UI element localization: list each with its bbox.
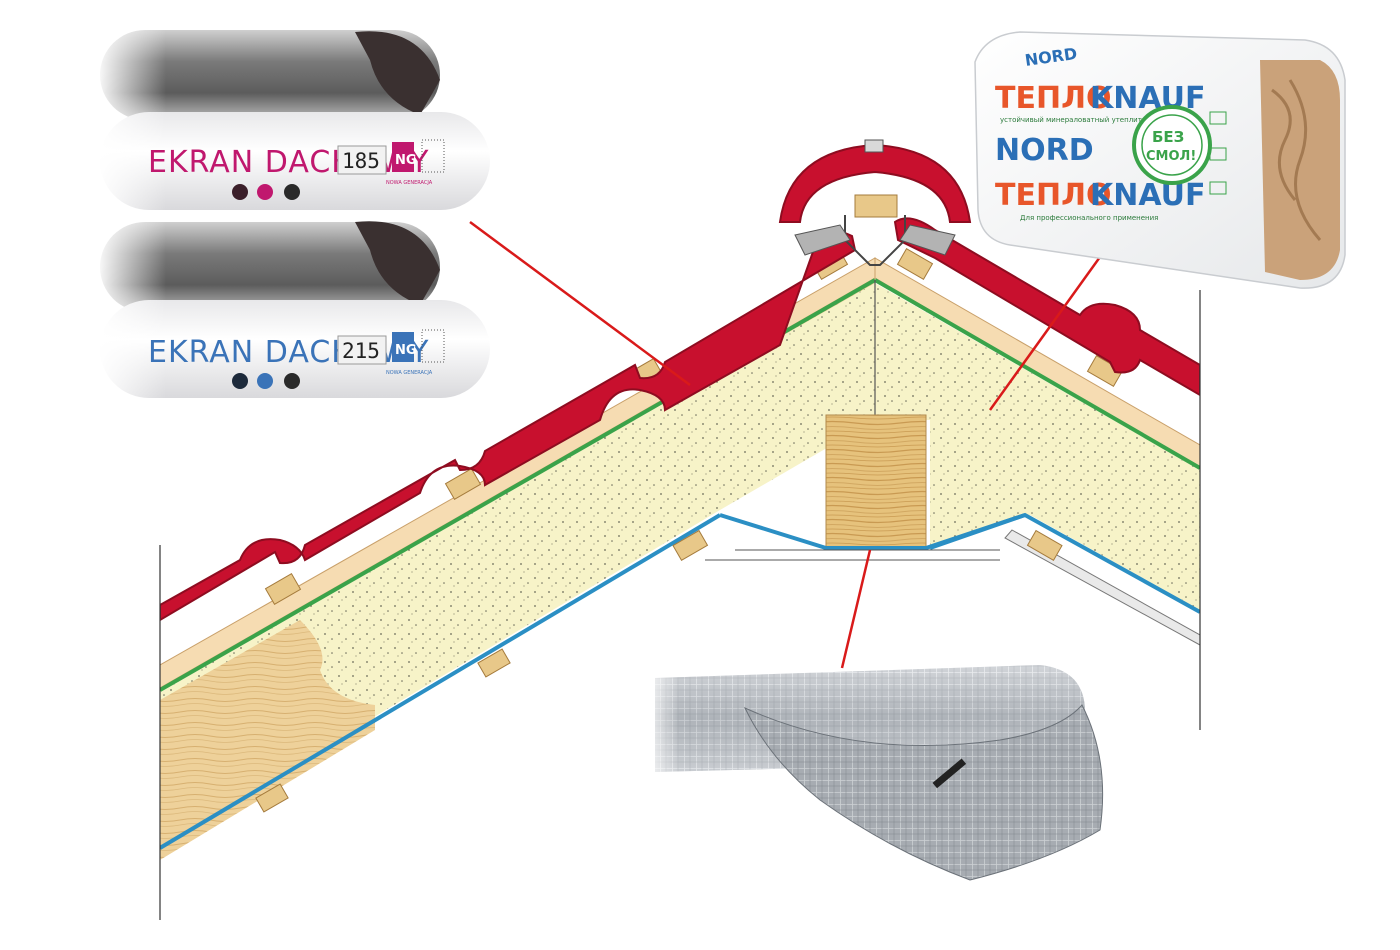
roll-185-badge-1 [232,184,248,200]
leader-foil [840,549,872,669]
ridge-cap [778,143,972,223]
roll-215-badge-2 [257,373,273,389]
pack-brand-1: ТЕПЛО [995,81,1111,116]
roll-185-fade [96,25,166,215]
pack-line-name: NORD [995,133,1094,168]
roll-215-brand: EKRAN DACHOWY [148,335,429,370]
pack-end [1260,60,1340,280]
batten-under-2 [1026,529,1063,561]
batten-5 [896,248,934,280]
pack-end-fibers [1271,79,1322,241]
board-right [874,257,1200,469]
vapor-barrier-center [719,513,1026,550]
roll-185-logo [392,142,414,172]
roll-185-badge-2 [257,184,273,200]
pack-icon-3 [1209,181,1227,195]
foil-sheet-shade [745,705,1103,880]
pack-icon-2 [1209,147,1227,161]
pack-tagline: устойчивый минераловатный утеплитель [1000,116,1155,124]
roll-215-grade: 215 [342,339,380,363]
foil-fade-left [640,660,680,780]
ridge-beam [825,414,927,551]
insulation-right [875,283,1200,610]
roof-tiles-left [160,228,857,622]
roll-215-grade-box [337,335,387,365]
pack-subline: Для профессионального применения [1020,214,1158,222]
roll-185-grade-box [337,145,387,175]
roll-215-logo-caption: NOWA GENERACJA [386,370,433,376]
batten-1 [264,573,302,605]
foil-slit [932,758,967,789]
roof-section [160,139,1200,860]
leader-membrane [469,220,691,387]
roll-185-badge-3 [284,184,300,200]
roll-215-badge-1 [232,373,248,389]
pack-brand-2b: KNAUF [1090,178,1206,213]
ridge-batten [854,194,898,218]
leader-insulation [988,249,1107,411]
roll-215-logo [392,332,414,362]
insulation-pack: NORD ТЕПЛО KNAUF устойчивый минераловатн… [974,31,1346,289]
membrane-line-right [873,278,1200,470]
roll-215-flap [355,221,440,305]
vapor-barrier-line-left [160,513,722,850]
membrane-roll-215: EKRAN DACHOWY 215 NG NOWA GENERACJA [96,215,490,405]
pack-badge [1132,105,1212,185]
pack-badge-inner [1141,114,1203,176]
roll-185-grade: 185 [342,149,380,173]
rafter-exposed-left [160,620,375,860]
roll-215-logo-letters: NG [395,343,417,358]
roof-tiles-right [893,217,1200,397]
pack-badge-line1: БЕЗ [1152,128,1184,146]
roll-215-badge-3 [284,373,300,389]
roll-185-gray-body [100,30,440,120]
pack-badge-line2: СМОЛ! [1146,149,1196,164]
roll-185-white-body [100,112,490,210]
roll-215-gray-body [100,222,440,312]
ridge-seal-left [794,224,851,256]
ridge-seal-right [899,224,956,256]
batten-under-1 [672,529,709,561]
roll-185-logo-letters: NG [395,153,417,168]
roll-185-flap [355,31,440,115]
roll-215-white-body [100,300,490,398]
pack-brand-2: ТЕПЛО [995,178,1111,213]
ridge-clip [864,139,884,153]
pack-icon-1 [1209,111,1227,125]
batten-under-4 [255,783,289,813]
batten-2 [444,468,482,500]
batten-under-3 [477,648,511,678]
roll-185-brand: EKRAN DACHOWY [148,145,429,180]
roll-185-logo-caption: NOWA GENERACJA [386,180,433,186]
reflective-foil-roll-icon [640,660,1104,881]
foil-sheet [743,704,1104,881]
roll-215-fade [96,215,166,405]
membrane-roll-185: EKRAN DACHOWY 185 NG NOWA GENERACJA [96,25,490,215]
